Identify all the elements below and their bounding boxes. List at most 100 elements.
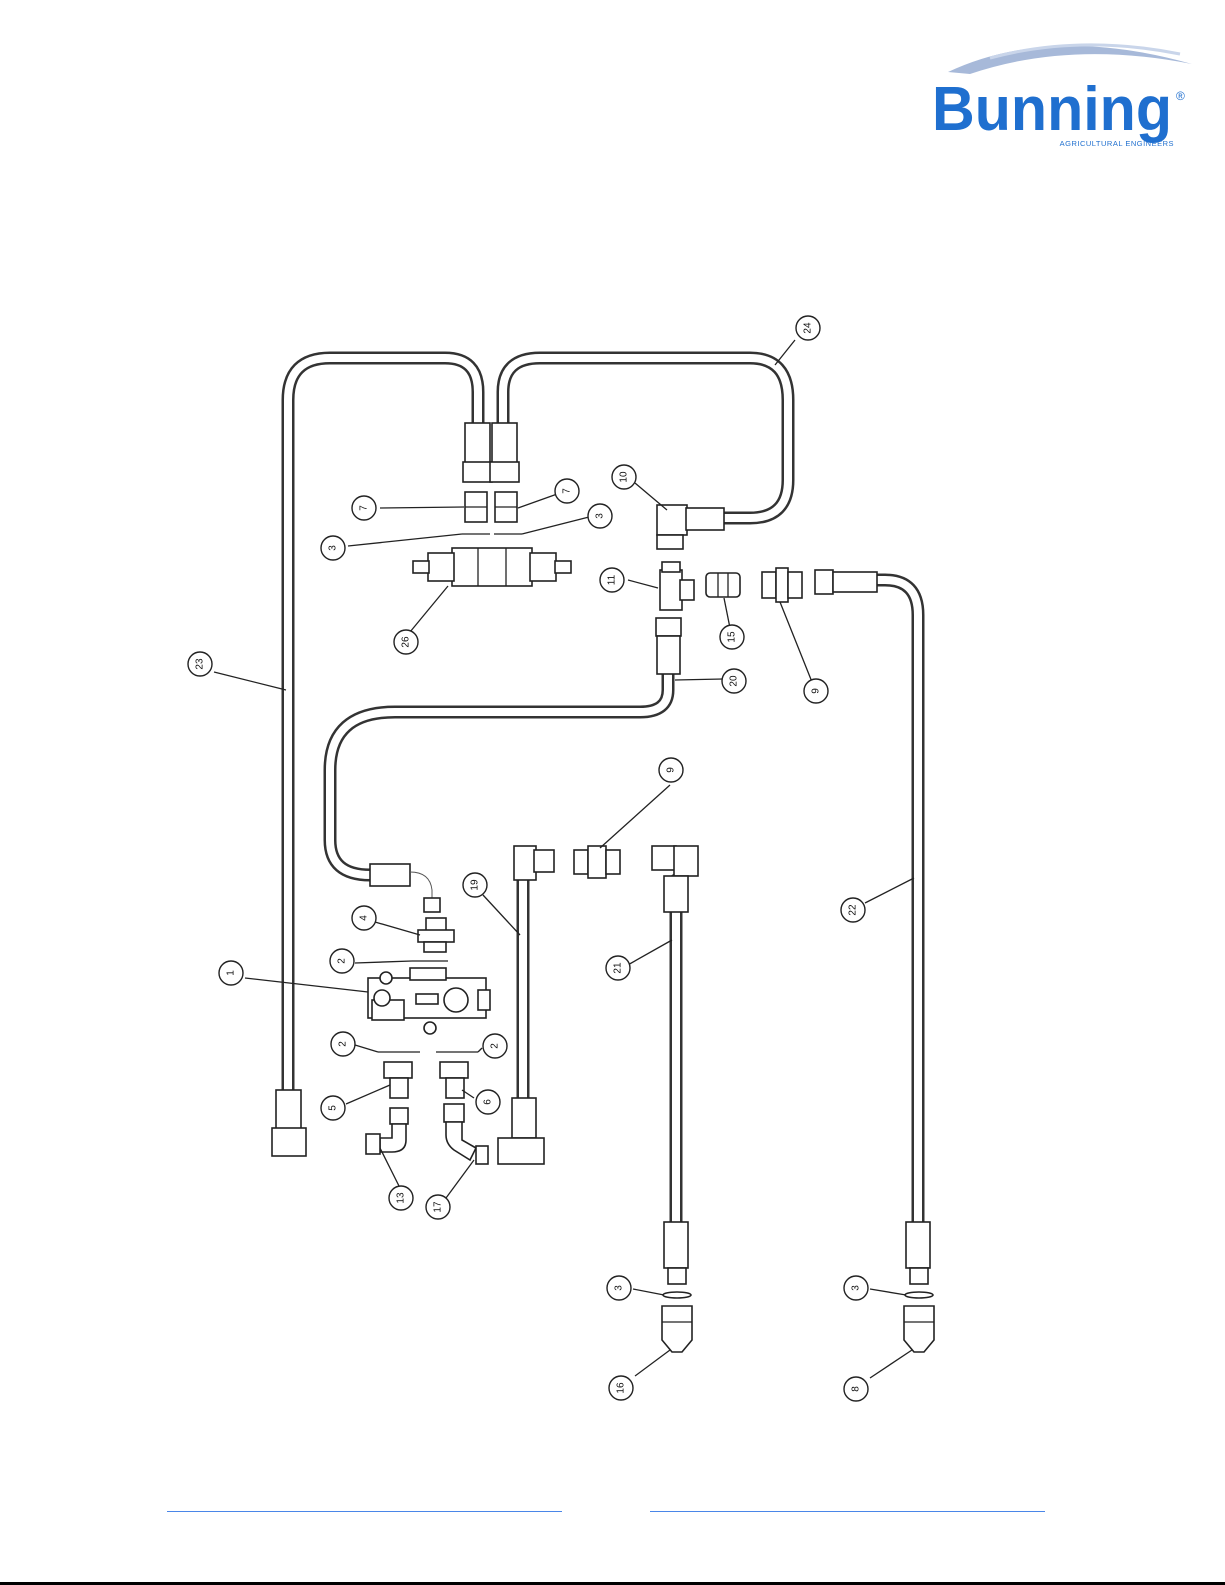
callout-c9a: 9 xyxy=(804,679,828,703)
callout-label: 11 xyxy=(607,574,618,585)
hose-24-top-crimp xyxy=(492,423,517,463)
adaptor-5-nut xyxy=(384,1062,412,1078)
elbow-13-body xyxy=(380,1124,406,1152)
hose-21-bottom-crimp xyxy=(664,1222,688,1268)
tee-11 xyxy=(660,570,682,610)
hose-22-crimp xyxy=(833,572,877,592)
valve-1-top-port xyxy=(410,968,446,980)
callout-c9b: 9 xyxy=(659,758,683,782)
callout-label: 4 xyxy=(359,915,370,921)
callout-label: 22 xyxy=(848,904,859,916)
hose-21-bottom-nut xyxy=(668,1268,686,1284)
callout-label: 9 xyxy=(666,767,677,773)
footer-rule-left xyxy=(167,1511,562,1512)
bulkhead-9b-body xyxy=(588,846,606,878)
hose-24 xyxy=(503,358,788,518)
callout-c3d: 3 xyxy=(844,1276,868,1300)
bulkhead-9a-nut-left xyxy=(762,572,776,598)
manifold-26-right-nut xyxy=(530,553,556,581)
hose-20-crimp xyxy=(657,636,680,674)
callout-c11: 11 xyxy=(600,568,624,592)
hose-20 xyxy=(330,672,668,875)
callout-label: 3 xyxy=(851,1285,862,1291)
callout-label: 2 xyxy=(337,958,348,964)
hose-21-top-nut xyxy=(652,846,676,870)
callout-c7a: 7 xyxy=(352,496,376,520)
elbow-17-nut xyxy=(444,1104,464,1122)
callout-c26: 26 xyxy=(394,630,418,654)
callout-label: 2 xyxy=(490,1043,501,1049)
tee-11-top xyxy=(662,562,680,572)
callout-label: 23 xyxy=(195,658,206,670)
callout-c13: 13 xyxy=(389,1186,413,1210)
callout-label: 16 xyxy=(616,1382,627,1394)
hose-19-top-crimp xyxy=(514,846,536,880)
callout-c6: 6 xyxy=(476,1090,500,1114)
callout-label: 5 xyxy=(328,1105,339,1111)
bulkhead-9b-nut-left xyxy=(574,850,588,874)
callout-label: 3 xyxy=(595,513,606,519)
washer-3c xyxy=(663,1292,691,1298)
callout-label: 24 xyxy=(803,322,814,334)
nut-7b xyxy=(490,462,519,482)
hose-22 xyxy=(875,580,918,1225)
tee-11-side xyxy=(680,580,694,600)
coupler-16 xyxy=(662,1306,692,1352)
adaptor-4-flange xyxy=(418,930,454,942)
callout-c3b: 3 xyxy=(588,504,612,528)
hose-21-top-elbow xyxy=(674,846,698,876)
callout-c8: 8 xyxy=(844,1377,868,1401)
valve-1-adjuster-knob xyxy=(444,988,468,1012)
manifold-26 xyxy=(452,548,532,586)
callout-label: 13 xyxy=(396,1192,407,1204)
adaptor-4-base xyxy=(424,942,446,952)
callout-label: 15 xyxy=(727,631,738,643)
bulkhead-9b-nut-right xyxy=(606,850,620,874)
callout-c3c: 3 xyxy=(607,1276,631,1300)
elbow-13-end xyxy=(366,1134,380,1154)
callout-label: 3 xyxy=(614,1285,625,1291)
callout-c2c: 2 xyxy=(483,1034,507,1058)
callout-c2b: 2 xyxy=(331,1032,355,1056)
bulkhead-9a-nut-right xyxy=(788,572,802,598)
callout-label: 21 xyxy=(613,962,624,974)
callout-c2a: 2 xyxy=(330,949,354,973)
hose-23-elbow-nut xyxy=(272,1128,306,1156)
callout-label: 19 xyxy=(470,879,481,891)
callout-label: 17 xyxy=(433,1201,444,1213)
manifold-26-right-stub xyxy=(555,561,571,573)
callout-c3a: 3 xyxy=(321,536,345,560)
valve-1-right-cap xyxy=(478,990,490,1010)
callout-c20: 20 xyxy=(722,669,746,693)
callout-c23: 23 xyxy=(188,652,212,676)
callout-c16: 16 xyxy=(609,1376,633,1400)
adaptor-15 xyxy=(706,573,740,597)
callout-c15: 15 xyxy=(720,625,744,649)
adaptor-6-body xyxy=(446,1078,464,1098)
callout-label: 10 xyxy=(619,471,630,483)
manifold-26-left-nut xyxy=(428,553,454,581)
valve-1-label xyxy=(416,994,438,1004)
callout-c21: 21 xyxy=(606,956,630,980)
callout-c5: 5 xyxy=(321,1096,345,1120)
elbow-17-body xyxy=(446,1122,476,1160)
adaptor-6-nut xyxy=(440,1062,468,1078)
hose-20-nut xyxy=(656,618,681,636)
hose-19-bottom-elbow xyxy=(498,1138,544,1164)
bulkhead-9a-body xyxy=(776,568,788,602)
hose-23-crimp xyxy=(276,1090,301,1132)
elbow-17-tip xyxy=(476,1146,488,1164)
coupler-8 xyxy=(904,1306,934,1352)
washer-3d xyxy=(905,1292,933,1298)
callout-label: 9 xyxy=(811,688,822,694)
hose-23-top-crimp xyxy=(465,423,490,463)
hose-22-nut xyxy=(815,570,833,594)
callout-label: 7 xyxy=(562,488,573,494)
manifold-26-left-stub xyxy=(413,561,429,573)
hose-20-lower-nut xyxy=(424,898,440,912)
callout-c4: 4 xyxy=(352,906,376,930)
hose-22-bottom-nut xyxy=(910,1268,928,1284)
callout-c17: 17 xyxy=(426,1195,450,1219)
valve-1-port-left xyxy=(374,990,390,1006)
adaptor-5-body xyxy=(390,1078,408,1098)
